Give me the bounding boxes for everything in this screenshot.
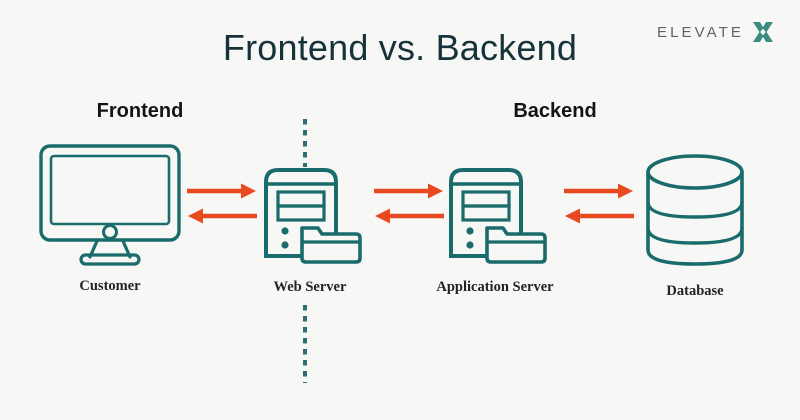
logo-wordmark: ELEVATE — [656, 23, 744, 41]
frontend-backend-divider-bottom — [303, 305, 307, 383]
heading-backend: Backend — [513, 100, 597, 122]
node-customer[interactable]: Customer — [20, 142, 200, 295]
right-arrow-icon — [374, 183, 443, 199]
x-mark-icon — [753, 22, 773, 42]
node-application-server[interactable]: Application Server — [425, 158, 565, 296]
server-tower-folder-icon — [449, 168, 547, 264]
node-web-server[interactable]: Web Server — [240, 158, 380, 296]
node-caption: Application Server — [436, 279, 554, 295]
right-arrow-icon — [564, 183, 633, 199]
left-arrow-icon — [375, 208, 444, 224]
frontend-backend-divider-top — [303, 119, 307, 167]
node-caption: Database — [666, 283, 724, 299]
heading-frontend: Frontend — [96, 100, 184, 122]
desktop-monitor-icon — [39, 144, 181, 266]
database-cylinder-icon — [646, 154, 744, 266]
page-title: Frontend vs. Backend — [222, 27, 578, 68]
connection-customer-web-server — [185, 182, 259, 230]
left-arrow-icon — [565, 208, 634, 224]
right-arrow-icon — [187, 183, 256, 199]
node-caption: Customer — [79, 278, 141, 294]
connection-web-server-application-server — [372, 182, 446, 230]
node-database[interactable]: Database — [620, 150, 770, 300]
left-arrow-icon — [188, 208, 257, 224]
node-caption: Web Server — [273, 279, 347, 295]
server-tower-folder-icon — [264, 168, 362, 264]
connection-application-server-database — [562, 182, 636, 230]
brand-logo: ELEVATE — [636, 14, 776, 50]
